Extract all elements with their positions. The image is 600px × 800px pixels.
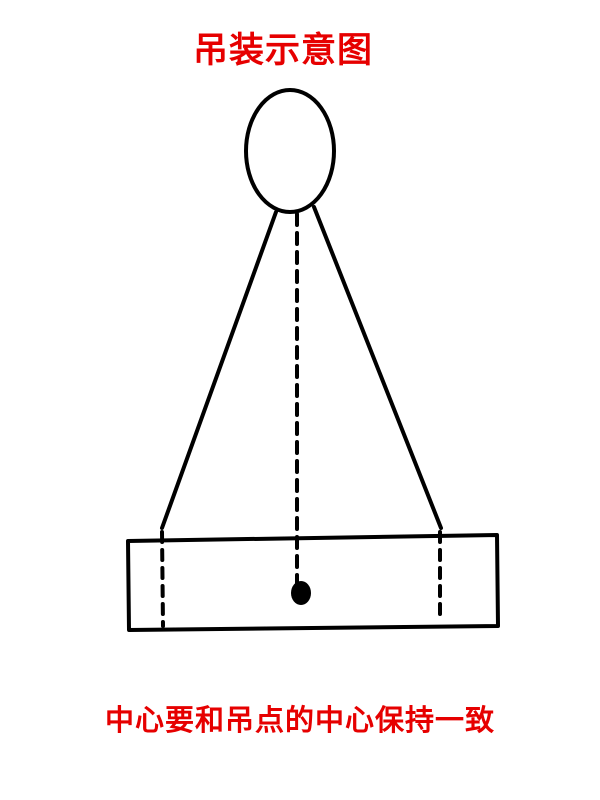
right-sling — [312, 205, 443, 530]
diagram-caption: 中心要和吊点的中心保持一致 — [104, 703, 495, 737]
hook-ellipse — [244, 88, 336, 214]
left-attachment-dashed-line — [160, 530, 165, 628]
left-sling — [160, 210, 278, 530]
diagram-title: 吊装示意图 — [192, 31, 373, 71]
load-beam — [126, 533, 500, 632]
center-of-gravity-dot — [291, 581, 311, 605]
